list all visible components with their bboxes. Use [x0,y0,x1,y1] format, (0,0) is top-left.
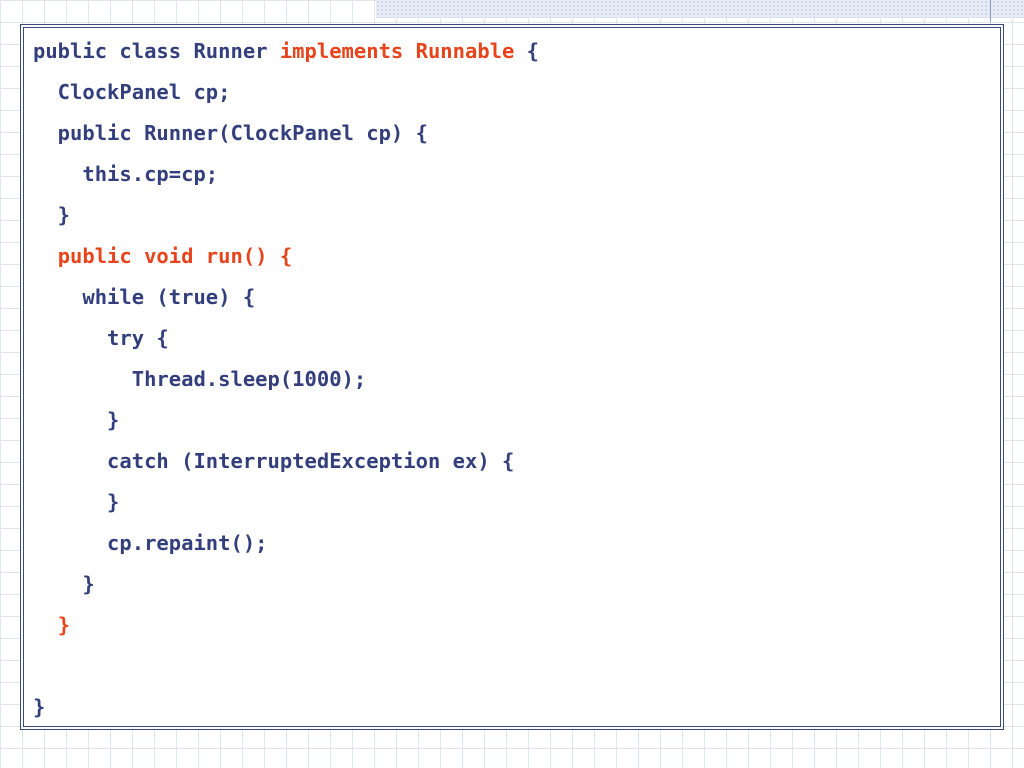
header-texture-band [376,0,1024,18]
code-token: } [33,408,120,432]
code-line: } [33,605,539,646]
code-line: ClockPanel cp; [33,72,539,113]
code-line: } [33,564,539,605]
code-line [33,646,539,687]
header-divider [990,0,991,22]
code-line: } [33,195,539,236]
code-token: ClockPanel cp; [33,80,231,104]
code-line: this.cp=cp; [33,154,539,195]
code-line: } [33,400,539,441]
code-token: { [514,39,540,63]
code-line: try { [33,318,539,359]
code-token: } [33,203,71,227]
code-token: } [33,695,46,719]
code-token [33,244,58,268]
code-line: Thread.sleep(1000); [33,359,539,400]
code-line: public Runner(ClockPanel cp) { [33,113,539,154]
slide-frame: public class Runner implements Runnable … [20,24,1004,730]
highlighted-code-token: implements Runnable [279,39,515,63]
code-line: catch (InterruptedException ex) { [33,441,539,482]
code-line: public void run() { [33,236,539,277]
code-token: Thread.sleep(1000); [33,367,367,391]
code-listing: public class Runner implements Runnable … [33,31,539,728]
code-token: } [33,490,120,514]
highlighted-code-token: } [57,613,71,637]
code-token [33,613,58,637]
highlighted-code-token: public void run() { [57,244,293,268]
code-token: try { [33,326,169,350]
code-line: } [33,687,539,728]
code-token: } [33,572,95,596]
code-line: while (true) { [33,277,539,318]
code-line: cp.repaint(); [33,523,539,564]
code-line: } [33,482,539,523]
slide-inner-border: public class Runner implements Runnable … [23,27,1001,727]
code-token: while (true) { [33,285,256,309]
code-token: catch (InterruptedException ex) { [33,449,515,473]
code-token: public class Runner [33,39,280,63]
code-token: this.cp=cp; [33,162,219,186]
code-line: public class Runner implements Runnable … [33,31,539,72]
code-token: cp.repaint(); [33,531,268,555]
code-token: public Runner(ClockPanel cp) { [33,121,428,145]
